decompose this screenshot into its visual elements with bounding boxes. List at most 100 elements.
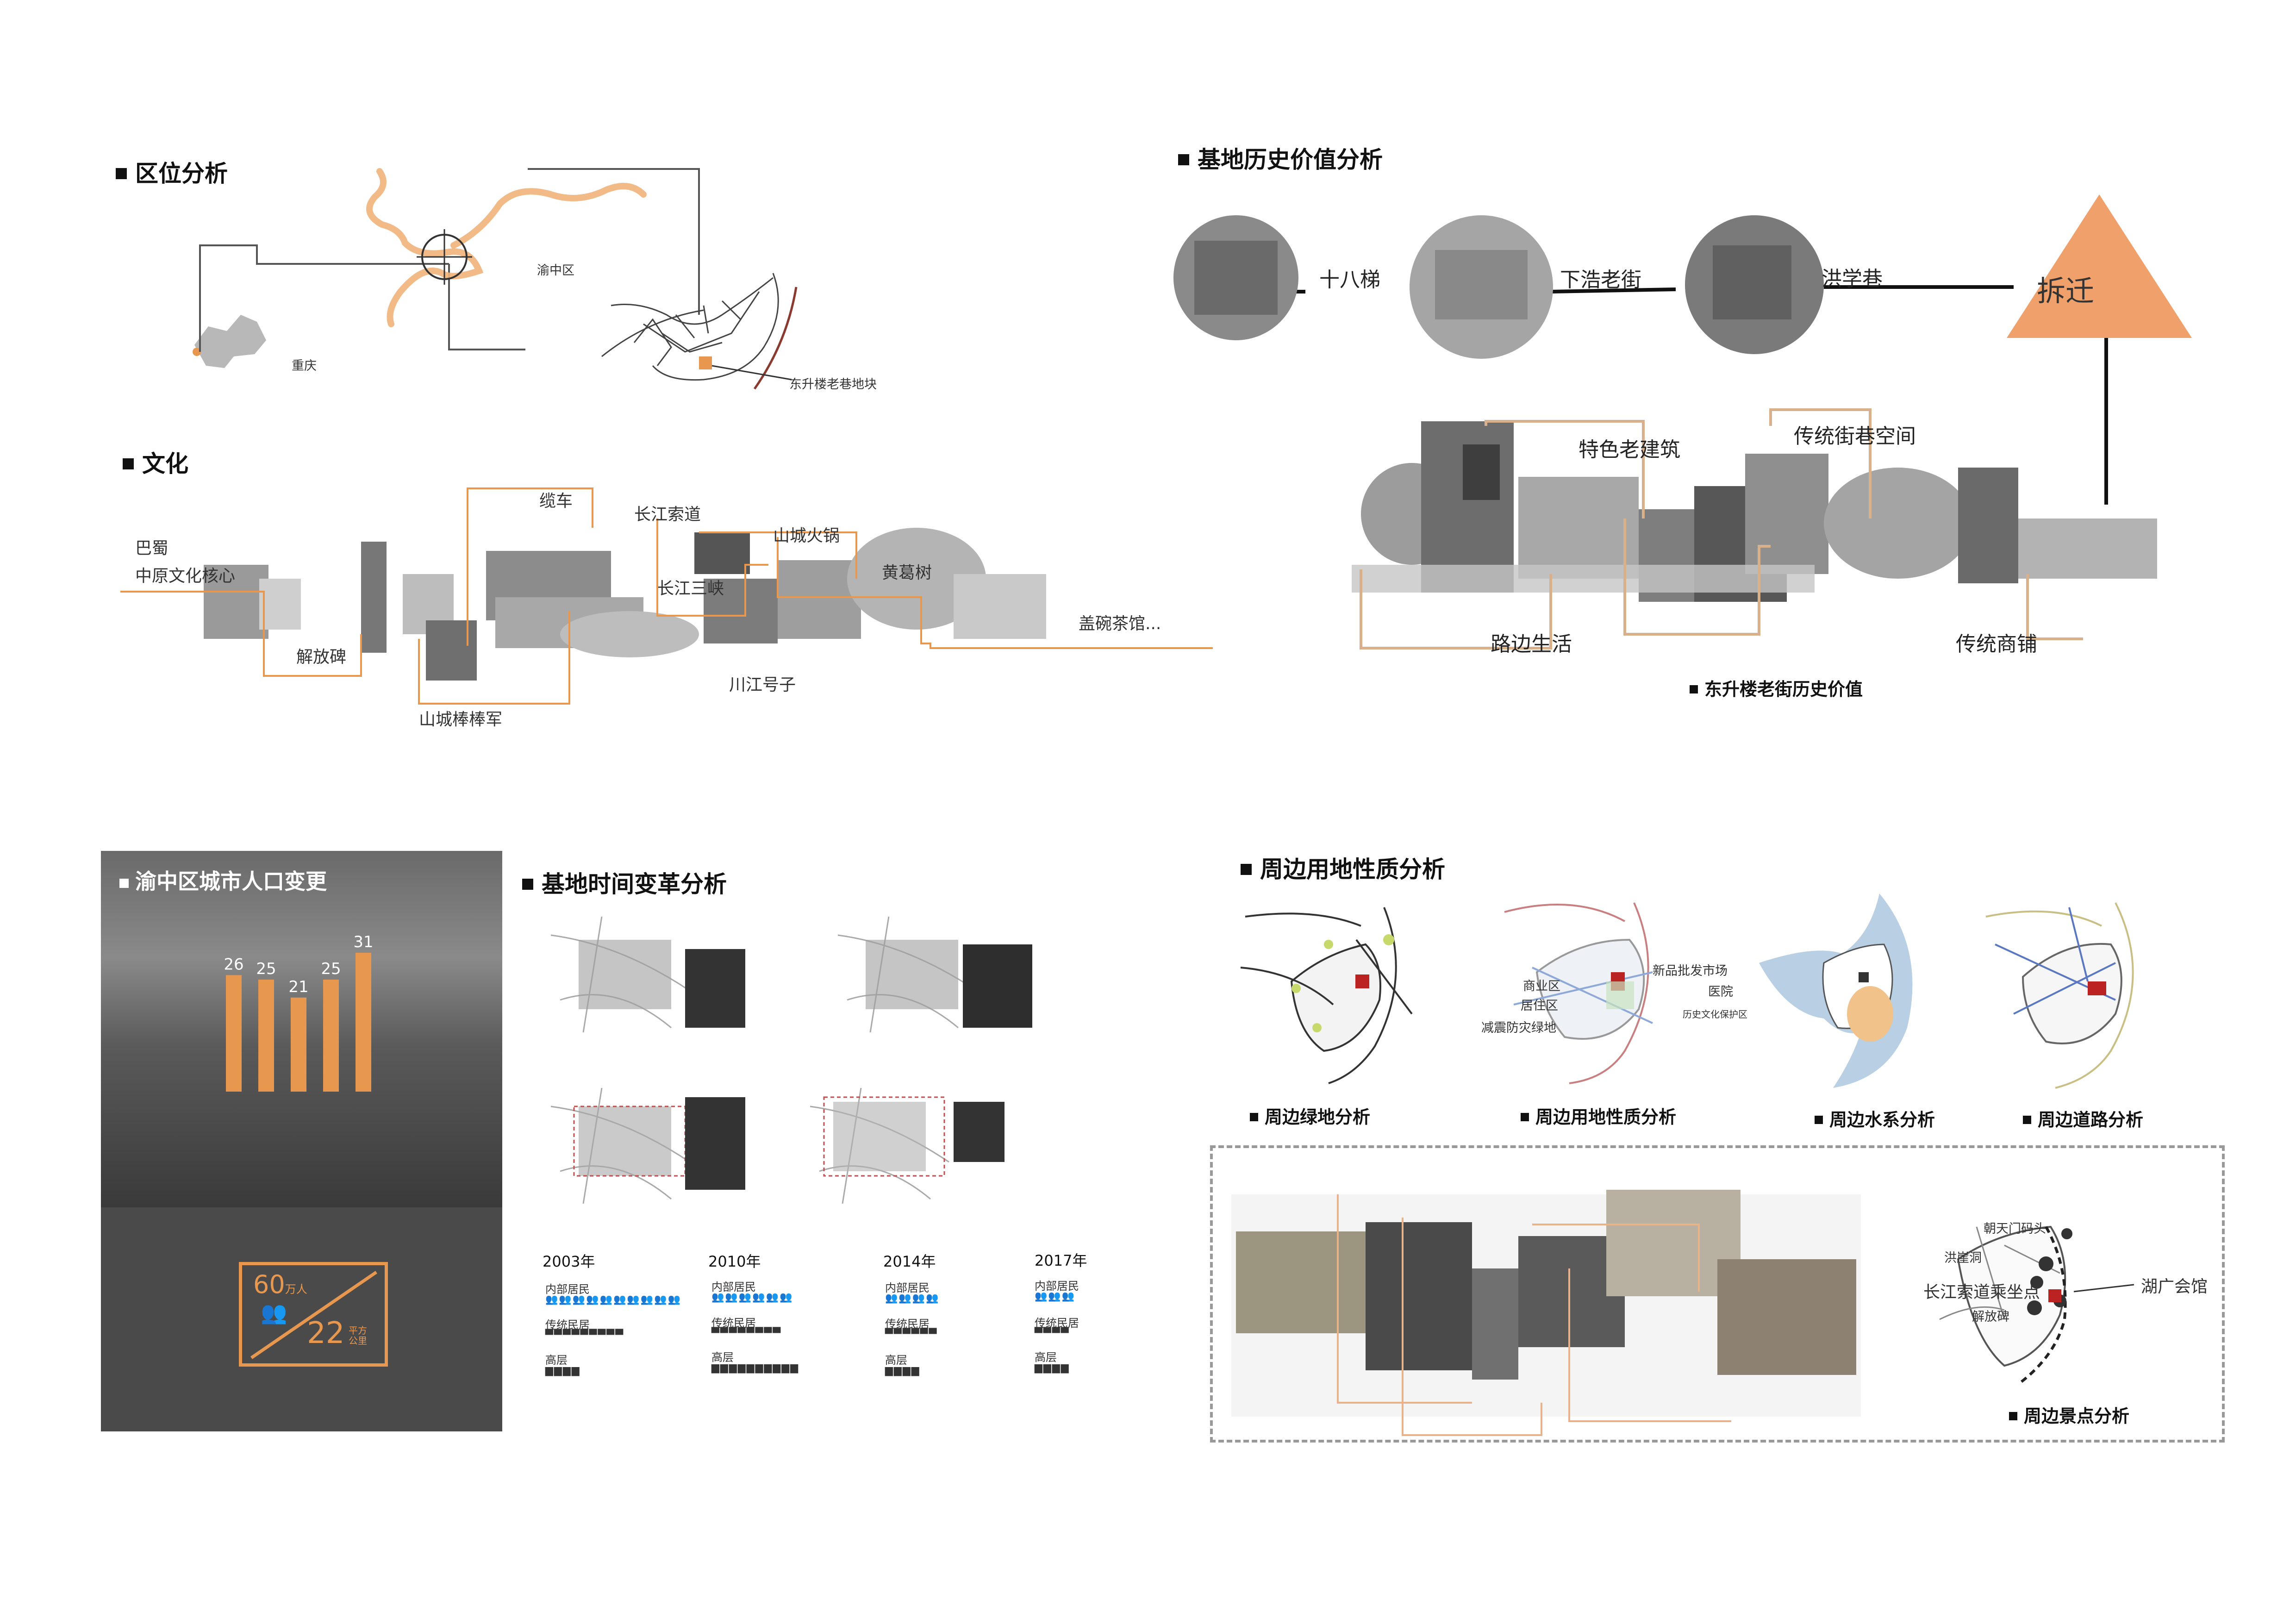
surroundings-section-title: 周边用地性质分析 [1241,851,1445,884]
panorama-label: 传统街巷空间 [1794,425,1916,448]
highrise-label: 高层 [711,1351,734,1364]
highrise-icons: ▆▆▆▆ [1035,1362,1070,1374]
houses-label: 传统民居 [711,1317,756,1330]
highrise-icons: ▆▆▆▆▆▆▆▆▆▆ [711,1362,799,1374]
population-bar-label: 25 [321,960,341,978]
scenic-photo-collage [1231,1190,1861,1436]
landuse-label: 减震防灾绿地 [1481,1021,1556,1035]
culture-label: 山城火锅 [773,526,840,545]
scenic-label: 湖广会馆 [2141,1277,2208,1296]
population-bar-label: 31 [353,933,373,951]
cableway-photo [694,532,750,574]
history-section-title: 基地历史价值分析 [1178,141,1383,175]
location-section-title: 区位分析 [116,155,228,188]
panorama-label: 路边生活 [1491,632,1572,656]
evolution-section-title: 基地时间变革分析 [522,866,727,899]
water-system-map [1759,893,1913,1088]
connector-line [199,244,449,352]
residents-label: 内部居民 [1035,1280,1079,1293]
houses-label: 传统民居 [885,1318,930,1330]
history-caption: 东升楼老街历史价值 [1690,675,1863,700]
map-caption-water: 周边水系分析 [1815,1106,1935,1131]
people-icon: 👥 [261,1300,287,1325]
surrounding-maps [1240,893,2134,1089]
shop-photo [1958,468,2018,583]
city-label: 重庆 [292,359,317,373]
density-bottom: 22 [307,1316,344,1350]
chongqing-province-shape [194,315,266,368]
demolition-triangle [2007,194,2192,338]
culture-section-title: 文化 [123,445,188,479]
scenic-caption: 周边景点分析 [2009,1402,2129,1427]
density-bottom-number: 22 [307,1316,345,1350]
houses-label: 传统民居 [545,1318,590,1331]
panorama-label: 特色老建筑 [1578,438,1680,462]
density-bottom-unit: 平方公里 [349,1325,367,1346]
teahouse-photo [954,574,1046,639]
timeline-label-xiahao: 下浩老街 [1560,268,1641,292]
connector-line [448,264,525,350]
population-bar [291,997,306,1092]
map-caption-road: 周边道路分析 [2023,1106,2143,1131]
population-bar [226,975,242,1092]
year-label: 2010年 [708,1253,761,1270]
map-2014 [550,1087,745,1204]
scenic-spot-marker [2061,1228,2072,1239]
jiefangbei-tower-photo [1472,1268,1518,1380]
road-map [1985,902,2134,1089]
map-caption-landuse: 周边用地性质分析 [1521,1103,1676,1128]
residents-label: 内部居民 [885,1281,930,1294]
jiefangbei-photo [361,542,387,653]
river-night-photo [1236,1231,1366,1333]
highrise-icons: ▆▆▆▆ [545,1365,580,1376]
culture-label: 解放碑 [296,648,347,667]
landuse-label: 居住区 [1521,999,1558,1013]
culture-label: 中原文化核心 [135,567,236,586]
population-bar [258,980,274,1092]
year-label: 2003年 [543,1253,595,1270]
timeline-label-shibati: 十八梯 [1319,268,1380,292]
district-label: 渝中区 [537,263,574,278]
tree-shape [1824,468,1972,579]
tree-photo [847,528,986,630]
culture-label: 黄葛树 [882,563,932,582]
highrise-label: 高层 [885,1354,907,1367]
street-photo [1518,477,1639,579]
houses-icons: ▀▀▀▀▀▀▀▀ [711,1328,782,1339]
scenic-label: 洪崖洞 [1944,1251,1982,1265]
highrise-label: 高层 [545,1354,568,1367]
landuse-label: 新品批发市场 [1653,964,1728,978]
landuse-label: 医院 [1708,985,1733,999]
site-block [1355,974,1369,988]
bangbang-photo [426,620,477,681]
map-2017 [810,1087,1004,1204]
connector-line [528,168,700,315]
culture-label: 川江号子 [729,675,796,694]
population-bar [323,980,339,1092]
demolition-label: 拆迁 [2037,274,2095,308]
landuse-label: 历史文化保护区 [1683,1009,1747,1020]
land-use-map [1504,902,1653,1084]
landuse-label: 商业区 [1523,979,1560,993]
houses-icons: ▀▀▀▀▀▀ [885,1329,938,1340]
residents-icons: 👥👥👥👥👥👥👥👥👥👥 [545,1294,681,1305]
history-panorama [1352,408,2157,650]
scenic-spot-marker [2027,1300,2042,1315]
timeline-label-hongxue: 洪学巷 [1822,267,1883,291]
houses-icons: ▀▀▀▀▀▀▀▀▀ [545,1330,624,1341]
map-2010 [837,916,1032,1033]
density-top-unit: 万人 [285,1283,307,1296]
site-map [601,273,798,390]
site-label: 东升楼老巷地块 [789,377,877,392]
hotpot-photo [778,560,861,639]
density-top-number: 60 [253,1270,285,1299]
site-marker-province [193,348,201,356]
population-bar-label: 21 [288,978,308,996]
culture-label: 巴蜀 [135,539,169,558]
houses-icons: ▀▀▀▀ [1035,1328,1070,1339]
highrise-icons: ▆▆▆▆ [885,1365,920,1376]
houses-label: 传统民居 [1035,1317,1079,1330]
shop-photo [2018,518,2157,579]
